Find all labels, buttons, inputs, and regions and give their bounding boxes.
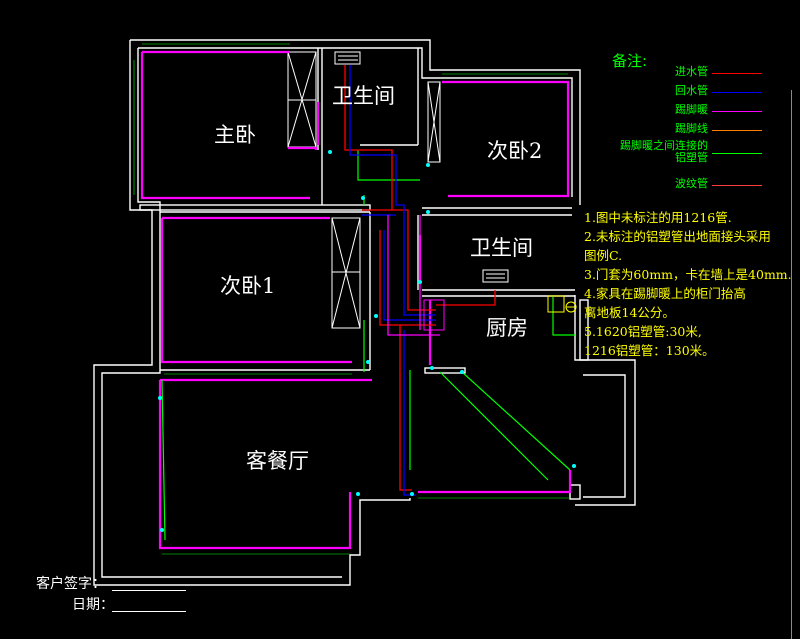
legend-item-label: 波纹管	[675, 177, 708, 190]
legend-item-swatch	[712, 130, 762, 131]
legend-title: 备注:	[612, 52, 648, 70]
legend-item: 进水管	[612, 66, 762, 82]
legend-item: 踢脚暖之间连接的铝塑管	[612, 140, 762, 164]
legend-item-swatch	[712, 73, 762, 74]
room-bedroom-2: 次卧2	[487, 139, 543, 163]
customer-signature-label: 客户签字：	[36, 576, 106, 592]
note-line: 4.家具在踢脚暖上的柜门抬高	[584, 286, 746, 301]
date-label: 日期：	[72, 597, 114, 613]
supply-return-pipes	[344, 65, 496, 496]
legend-item: 踢脚暖	[612, 104, 762, 120]
legend-item-label: 踢脚暖之间连接的铝塑管	[620, 139, 708, 164]
legend-item-swatch	[712, 153, 762, 154]
title-block-edge	[791, 90, 800, 639]
room-bathroom-top: 卫生间	[332, 84, 395, 108]
legend-item-swatch	[712, 185, 762, 186]
manifolds	[334, 51, 577, 331]
legend-item: 踢脚线	[612, 123, 762, 139]
date-line[interactable]	[112, 611, 186, 612]
fittings	[158, 150, 576, 532]
room-kitchen: 厨房	[486, 316, 528, 340]
legend-item: 回水管	[612, 85, 762, 101]
legend-item-swatch	[712, 92, 762, 93]
walls	[93, 39, 636, 586]
room-bathroom-mid: 卫生间	[470, 236, 533, 260]
notes-block: 1.图中未标注的用1216管. 2.未标注的铝塑管出地面接头采用 图例C. 3.门套…	[584, 208, 792, 360]
note-line: 3.门套为60mm，卡在墙上是40mm.	[584, 267, 792, 282]
legend-item-label: 进水管	[675, 65, 708, 78]
note-line: 1.图中未标注的用1216管.	[584, 210, 732, 225]
connector-pipes	[161, 150, 575, 541]
room-bedroom-1: 次卧1	[220, 274, 276, 298]
note-line: 离地板14公分。	[584, 305, 675, 320]
legend-item-label: 踢脚暖	[675, 103, 708, 116]
legend-item-swatch	[712, 111, 762, 112]
dimension-lines	[133, 43, 570, 555]
room-living-dining: 客餐厅	[246, 449, 309, 473]
legend-item-label: 踢脚线	[675, 122, 708, 135]
customer-signature-line[interactable]	[112, 590, 186, 591]
note-line: 1216铝塑管：130米。	[584, 343, 715, 358]
note-line: 2.未标注的铝塑管出地面接头采用	[584, 229, 771, 244]
baseboard-heaters	[140, 50, 572, 550]
note-line: 图例C.	[584, 248, 623, 263]
note-line: 5.1620铝塑管:30米,	[584, 324, 702, 339]
legend-item: 波纹管	[612, 178, 762, 194]
room-master-bedroom: 主卧	[214, 123, 256, 147]
legend-item-label: 回水管	[675, 84, 708, 97]
